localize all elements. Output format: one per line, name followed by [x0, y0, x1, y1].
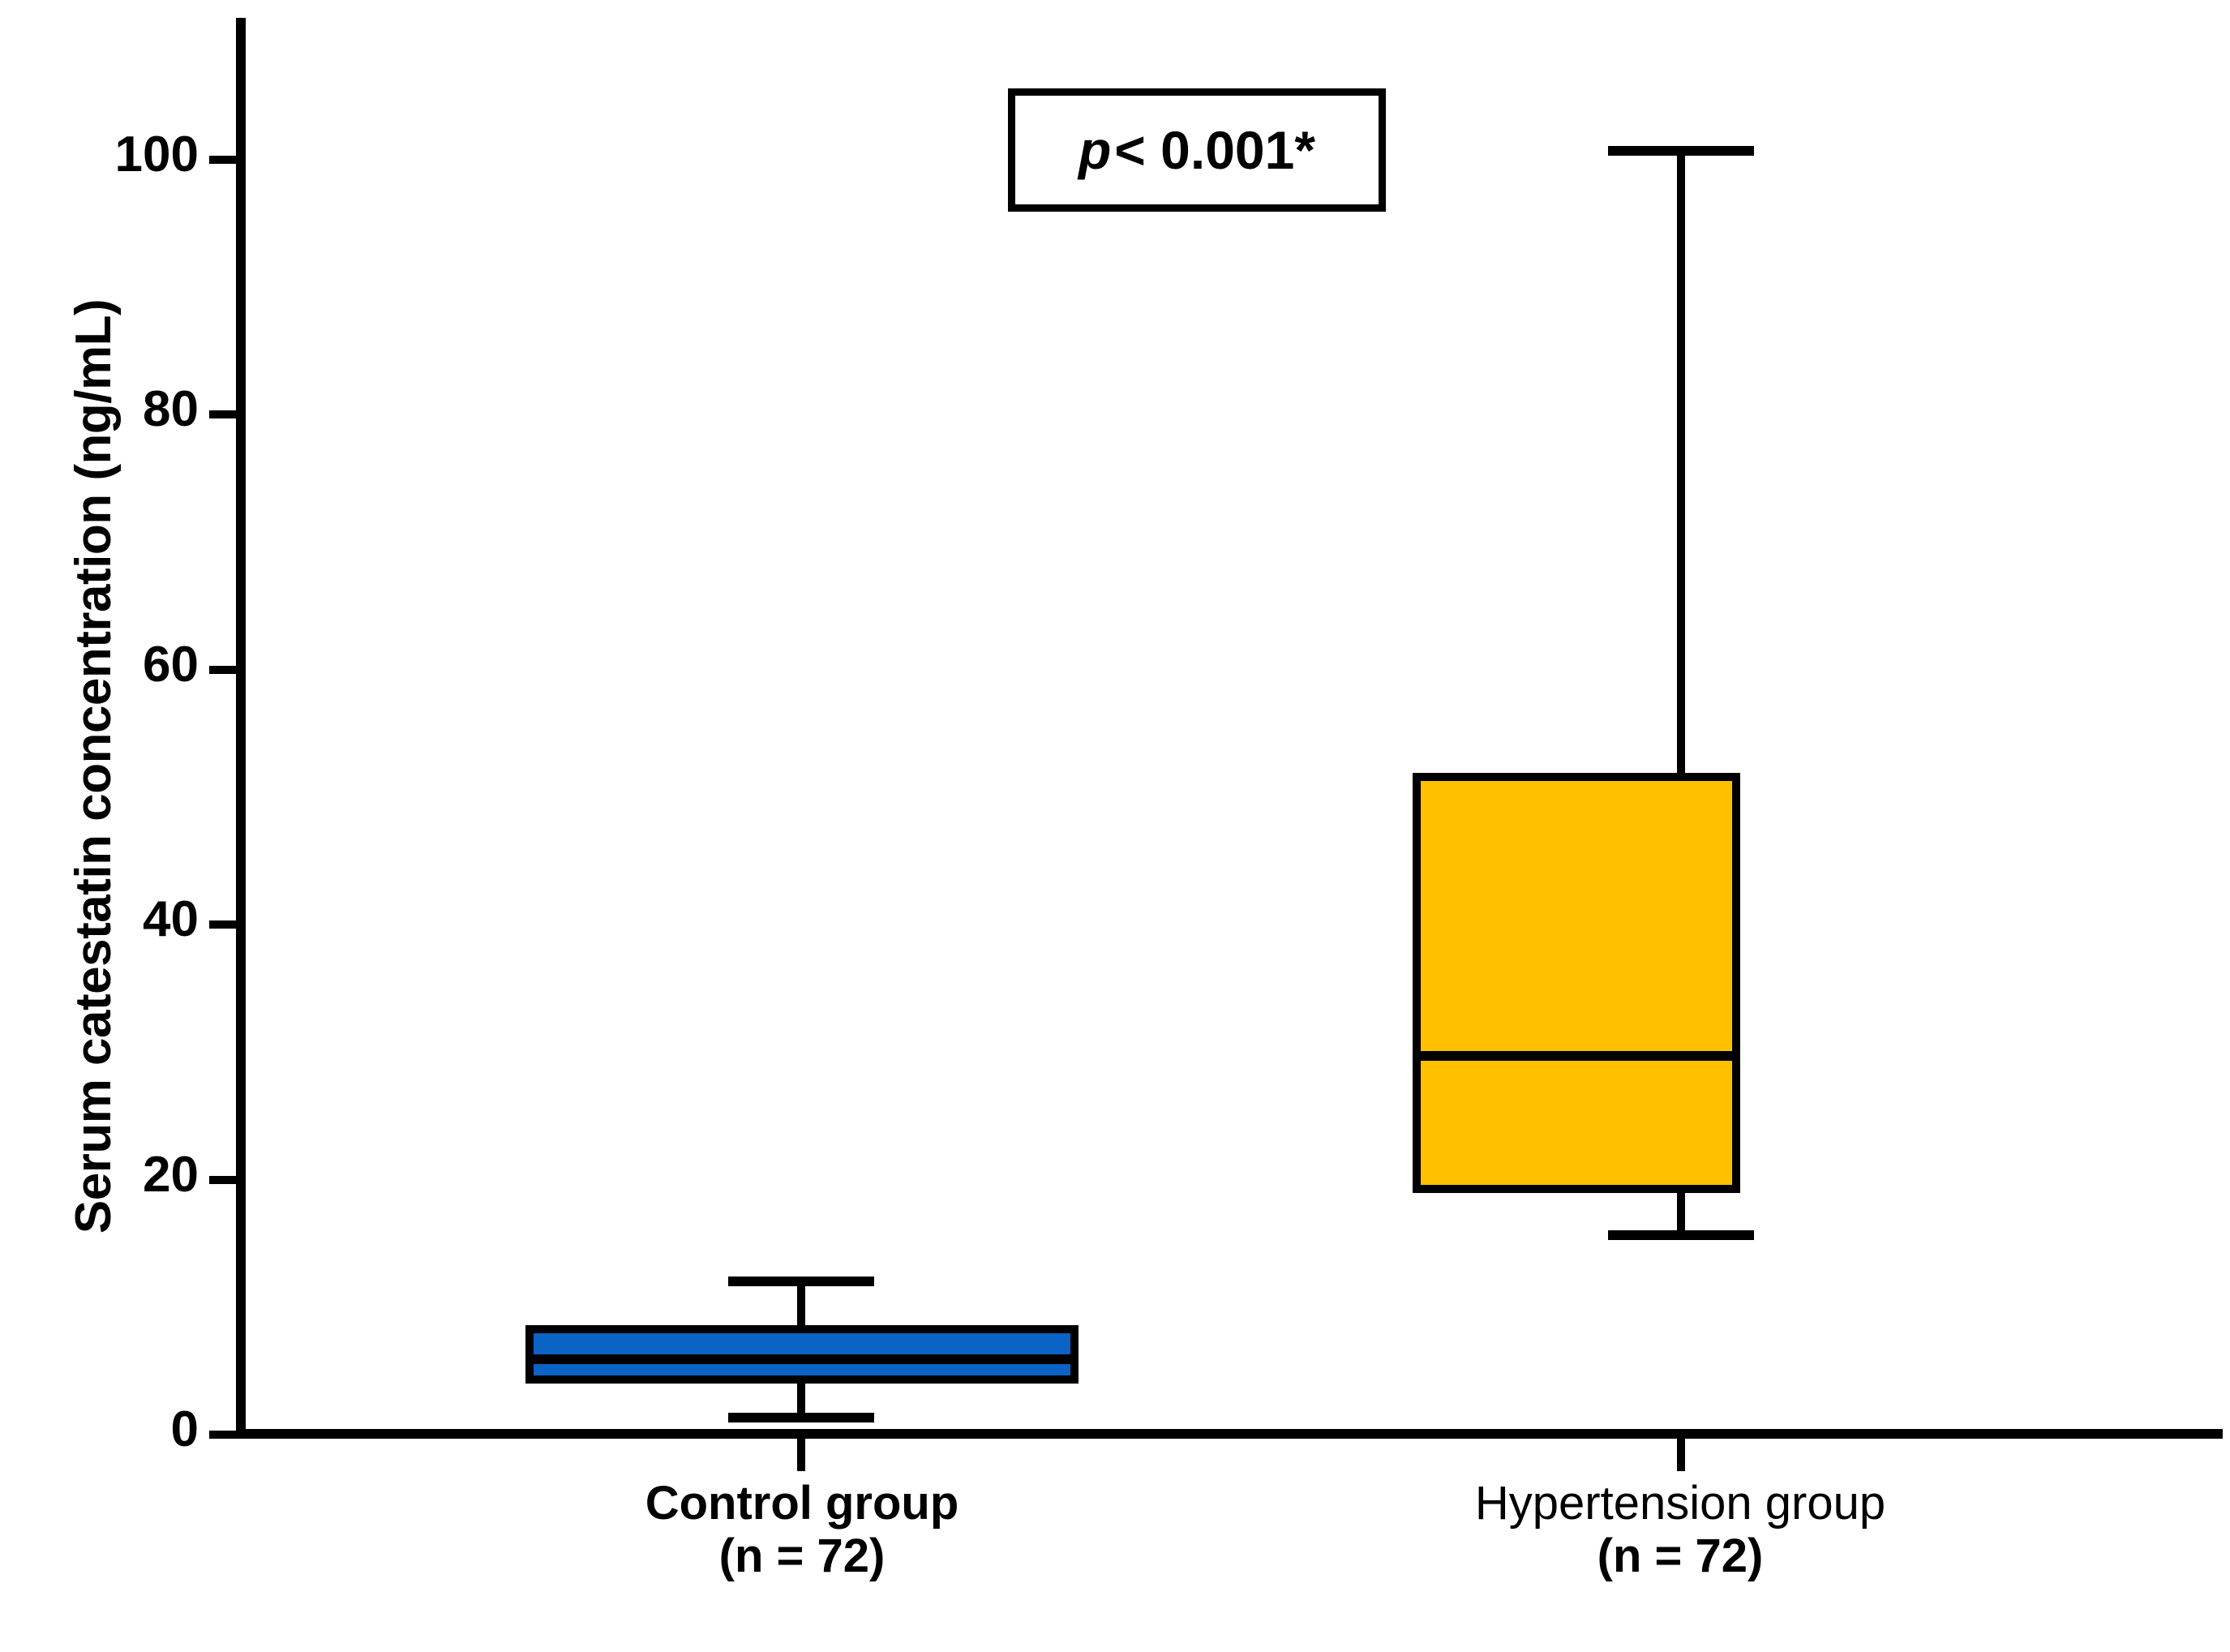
y-tick-100: [209, 156, 238, 164]
x-label-control-group: Control group (n = 72): [494, 1477, 1110, 1583]
y-tick-label-40: 40: [143, 891, 199, 947]
y-tick-20: [209, 1176, 238, 1184]
control-median-line: [525, 1354, 1079, 1364]
y-tick-label-20: 20: [143, 1147, 199, 1203]
y-tick-label-60: 60: [143, 637, 199, 693]
hypertension-box: [1413, 773, 1740, 1193]
y-tick-0: [209, 1431, 238, 1439]
hypertension-upper-whisker-line: [1677, 149, 1685, 780]
control-lower-whisker-line: [797, 1379, 805, 1418]
y-tick-label-80: 80: [143, 381, 199, 437]
hypertension-median-line: [1413, 1051, 1740, 1061]
x-axis-line: [236, 1429, 2223, 1439]
hypertension-axis-stub: [1677, 1439, 1685, 1471]
control-axis-stub: [797, 1439, 805, 1471]
p-value-text: < 0.001*: [1114, 120, 1316, 180]
control-lower-whisker-cap: [728, 1413, 874, 1422]
y-tick-60: [209, 666, 238, 674]
y-tick-label-100: 100: [114, 127, 199, 182]
x-label-control-group-n: (n = 72): [718, 1529, 886, 1582]
hypertension-lower-whisker-line: [1677, 1188, 1685, 1235]
y-tick-label-0: 0: [170, 1401, 199, 1457]
p-symbol: p: [1078, 120, 1112, 180]
y-axis-line: [236, 18, 246, 1439]
y-tick-40: [209, 920, 238, 929]
hypertension-lower-whisker-cap: [1608, 1230, 1754, 1240]
x-label-hypertension-group-n: (n = 72): [1597, 1529, 1764, 1582]
x-label-hypertension-group: Hypertension group (n = 72): [1372, 1477, 1988, 1583]
y-tick-80: [209, 410, 238, 418]
y-axis-title: Serum catestatin concentration (ng/mL): [65, 298, 122, 1234]
control-upper-whisker-line: [797, 1278, 805, 1335]
x-label-hypertension-group-name: Hypertension group: [1474, 1477, 1886, 1530]
p-value-annotation: p < 0.001*: [1008, 88, 1386, 212]
x-label-control-group-name: Control group: [645, 1477, 959, 1530]
